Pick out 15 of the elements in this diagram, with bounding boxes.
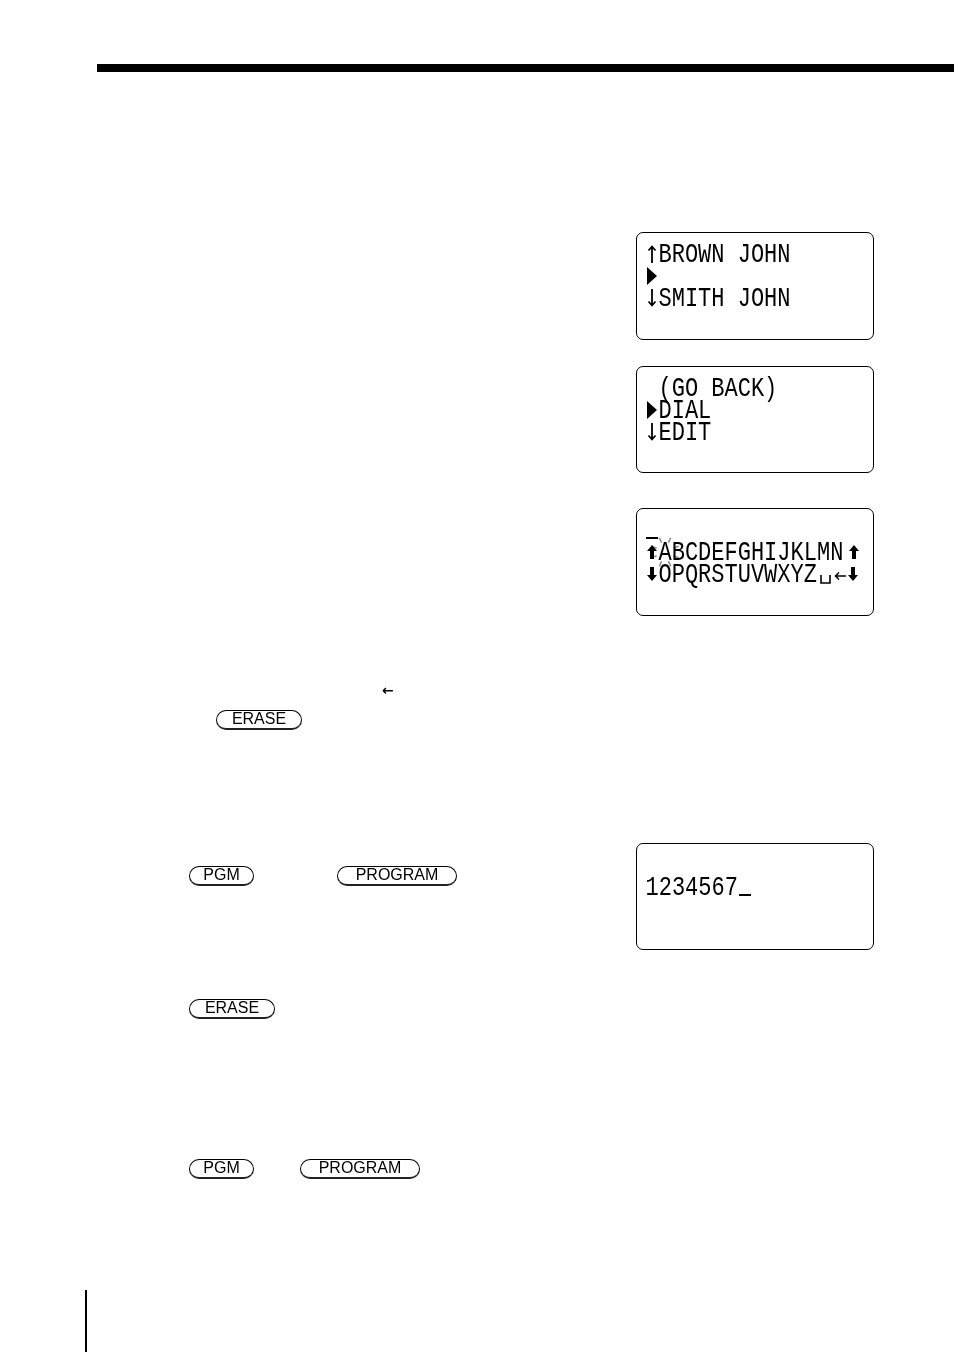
key-symbol: PROGRAM (300, 1159, 420, 1179)
display-text: BROWN JOHN (658, 241, 791, 269)
lcd-screen (636, 232, 874, 340)
display-text: SMITH JOHN (658, 285, 791, 313)
key-symbol: PGM (189, 1159, 254, 1179)
lcd-screen (636, 508, 874, 616)
key-symbol: ERASE (216, 710, 302, 730)
arrow-symbol: ← (382, 683, 394, 697)
display-text: 1234567 (645, 874, 738, 902)
key-symbol: PROGRAM (337, 866, 457, 886)
display-text: EDIT (658, 419, 712, 447)
key-symbol: ERASE (189, 999, 275, 1019)
lcd-screen (636, 366, 874, 473)
key-symbol: PGM (189, 866, 254, 886)
lcd-screen (636, 843, 874, 950)
